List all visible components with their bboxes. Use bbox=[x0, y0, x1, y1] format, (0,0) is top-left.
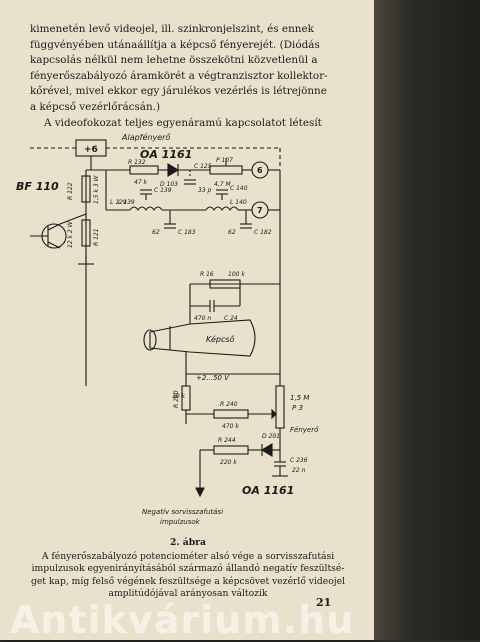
label-r260: R 260 bbox=[173, 390, 180, 408]
text-line: fényerőszabályozó áramkörét a végtranzis… bbox=[30, 69, 328, 82]
label-r16-val: 100 k bbox=[228, 271, 245, 278]
label-c139: C 139 bbox=[154, 187, 172, 194]
text-line: függvényében utánaállítja a képcső fénye… bbox=[30, 38, 320, 51]
label-val62a: 62 bbox=[152, 229, 160, 236]
text-line: a képcső vezérlőrácsán.) bbox=[30, 100, 161, 113]
label-p3: P 3 bbox=[292, 404, 303, 412]
caption-title: 2. ábra bbox=[170, 537, 206, 548]
book-binding bbox=[374, 0, 480, 640]
label-kepcso: Képcső bbox=[206, 334, 235, 344]
label-val62b: 62 bbox=[228, 229, 236, 236]
label-alapfenyero: Alapfényerő bbox=[121, 132, 170, 142]
label-l139: L 139 bbox=[118, 199, 135, 206]
label-bf110: BF 110 bbox=[16, 180, 59, 193]
label-r122-val: 1,5 k 3 W bbox=[93, 174, 100, 204]
label-r260-val: 10 k bbox=[172, 393, 186, 400]
label-p107: P 107 bbox=[216, 157, 233, 164]
label-r240: R 240 bbox=[220, 401, 238, 408]
text-line: kimenetén levő videojel, ill. szinkronje… bbox=[30, 23, 314, 35]
label-node7: 7 bbox=[257, 206, 263, 215]
text-line: kapcsolás nélkül nem lehetne összekötni … bbox=[30, 54, 318, 67]
label-r244: R 244 bbox=[218, 437, 236, 444]
label-c183: C 183 bbox=[178, 229, 196, 236]
label-c125: C 125 bbox=[194, 163, 212, 170]
label-node6: 6 bbox=[257, 166, 263, 175]
label-c125-val: 33 p bbox=[198, 187, 212, 194]
label-c182: C 182 bbox=[254, 229, 272, 236]
label-neg1: Negatív sorvisszafutási bbox=[142, 508, 223, 516]
label-oa1161-top: OA 1161 bbox=[140, 148, 192, 161]
label-r122: R 122 bbox=[67, 182, 74, 200]
label-p107-val: 4,7 M bbox=[214, 181, 231, 188]
label-c24-val: 470 n bbox=[194, 315, 211, 322]
label-oa1161-bottom: OA 1161 bbox=[242, 484, 294, 497]
label-r244-val: 220 k bbox=[220, 459, 237, 466]
text-line: kőrével, mivel ekkor egy járulékos vezér… bbox=[30, 85, 327, 98]
label-plus6: +6 bbox=[84, 145, 98, 155]
label-c140: C 140 bbox=[230, 185, 248, 192]
label-voltage: +2...50 V bbox=[196, 374, 230, 382]
label-neg2: impulzusok bbox=[160, 518, 201, 526]
figure-caption: 2. ábra A fényerőszabályozó potenciométe… bbox=[28, 537, 348, 601]
body-text: kimenetén levő videojel, ill. szinkronje… bbox=[30, 22, 338, 131]
label-l140: L 140 bbox=[230, 199, 247, 206]
text-line: A videofokozat teljes egyenáramú kapcsol… bbox=[44, 116, 322, 129]
caption-line: get kap, míg felső végének feszültsége a… bbox=[30, 575, 346, 587]
label-r121-val: 12 k 2 W bbox=[67, 220, 74, 248]
caption-line: impulzusok egyenirányításából származó á… bbox=[31, 563, 345, 575]
label-r240-val: 470 k bbox=[222, 423, 239, 430]
label-c236-val: 22 n bbox=[292, 467, 306, 474]
label-fenyero: Fényerő bbox=[290, 425, 319, 434]
caption-line: A fényerőszabályozó potenciométer alsó v… bbox=[41, 550, 335, 562]
label-c236: C 236 bbox=[290, 457, 308, 464]
label-r132-val: 47 k bbox=[134, 179, 148, 186]
label-p3-val: 1,5 M bbox=[290, 394, 309, 402]
label-d201: D 201 bbox=[262, 433, 280, 440]
circuit-diagram: Alapfényerő +6 BF 110 OA 1161 R 132 47 k… bbox=[16, 132, 319, 526]
caption-line: amplitúdójával arányosan változik bbox=[108, 588, 268, 600]
label-r121: R 121 bbox=[93, 228, 100, 246]
watermark: Antikvárium.hu bbox=[10, 598, 355, 642]
label-r132: R 132 bbox=[128, 159, 146, 166]
label-c24: C 24 bbox=[224, 315, 238, 322]
book-page: kimenetén levő videojel, ill. szinkronje… bbox=[0, 0, 374, 642]
page-number: 21 bbox=[316, 596, 332, 609]
label-l129: L 129 bbox=[110, 199, 127, 206]
label-r16: R 16 bbox=[200, 271, 214, 278]
label-d103: D 103 bbox=[160, 181, 178, 188]
